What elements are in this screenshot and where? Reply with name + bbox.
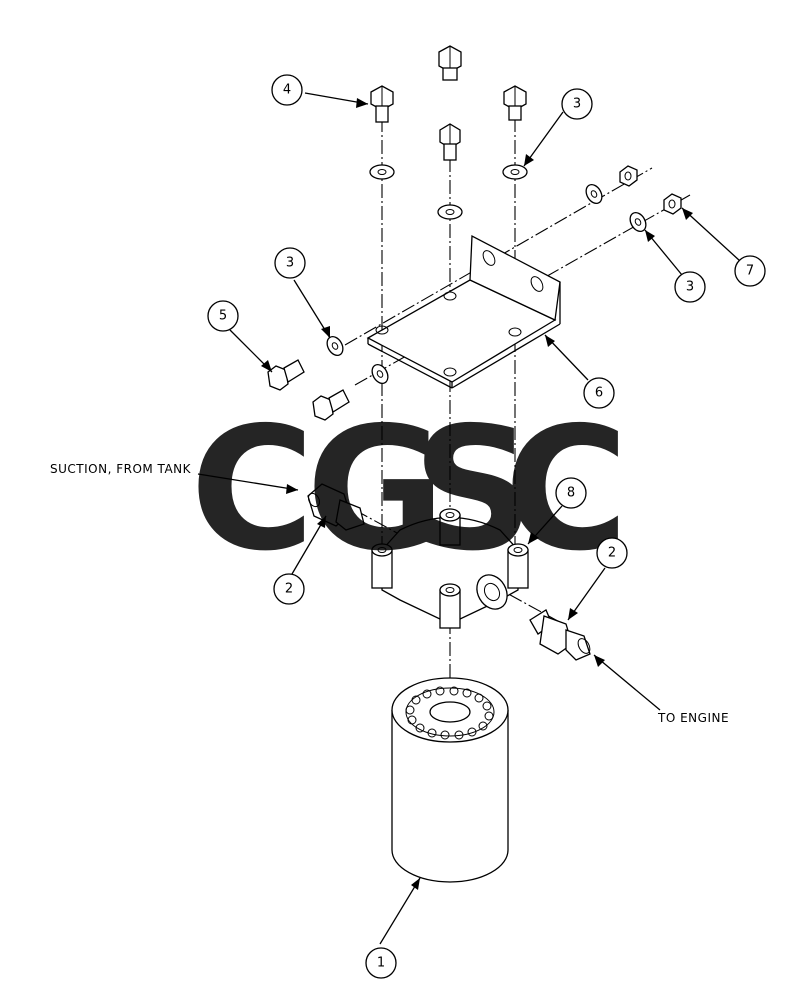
balloon-label: 7 [746,264,754,279]
balloon-item-5: 5 [207,300,239,332]
balloon-label: 8 [567,486,575,501]
balloon-item-3-left: 3 [274,247,306,279]
spin-on-filter [391,677,509,883]
balloon-label: 1 [377,956,385,971]
washers [326,164,647,384]
fitting-suction [307,483,365,531]
watermark-letter-g: G [306,391,446,589]
balloon-item-2-right: 2 [596,537,628,569]
callout-to-engine: TO ENGINE [657,711,729,725]
balloon-item-2-left: 2 [273,573,305,605]
watermark-letter-s: S [412,391,534,589]
balloon-label: 3 [573,97,581,112]
balloon-label: 2 [285,582,293,597]
fitting-engine [529,609,591,661]
callout-suction-from-tank: SUCTION, FROM TANK [50,462,192,476]
balloon-item-3-right: 3 [674,271,706,303]
bolt-right [503,85,527,121]
balloon-item-3-top: 3 [561,88,593,120]
balloon-item-1: 1 [365,947,397,979]
balloon-label: 5 [219,309,227,324]
balloon-item-7: 7 [734,255,766,287]
nuts [619,165,682,215]
balloon-label: 2 [608,546,616,561]
balloon-item-4: 4 [271,74,303,106]
balloon-item-6: 6 [583,377,615,409]
balloon-label: 3 [286,256,294,271]
balloon-label: 3 [686,280,694,295]
bolt-item-4 [370,85,394,123]
bolt-center [439,123,461,161]
filter-head [371,508,529,629]
filter-inlet-holes [405,686,494,740]
balloon-item-8: 8 [555,477,587,509]
mounting-bracket [366,234,561,389]
bolt-item-5 [267,359,305,391]
bolt-top-center [438,45,462,81]
balloon-label: 4 [283,83,291,98]
leader-lines [197,92,741,945]
bolt-lower-left [312,389,350,421]
balloon-label: 6 [595,386,603,401]
